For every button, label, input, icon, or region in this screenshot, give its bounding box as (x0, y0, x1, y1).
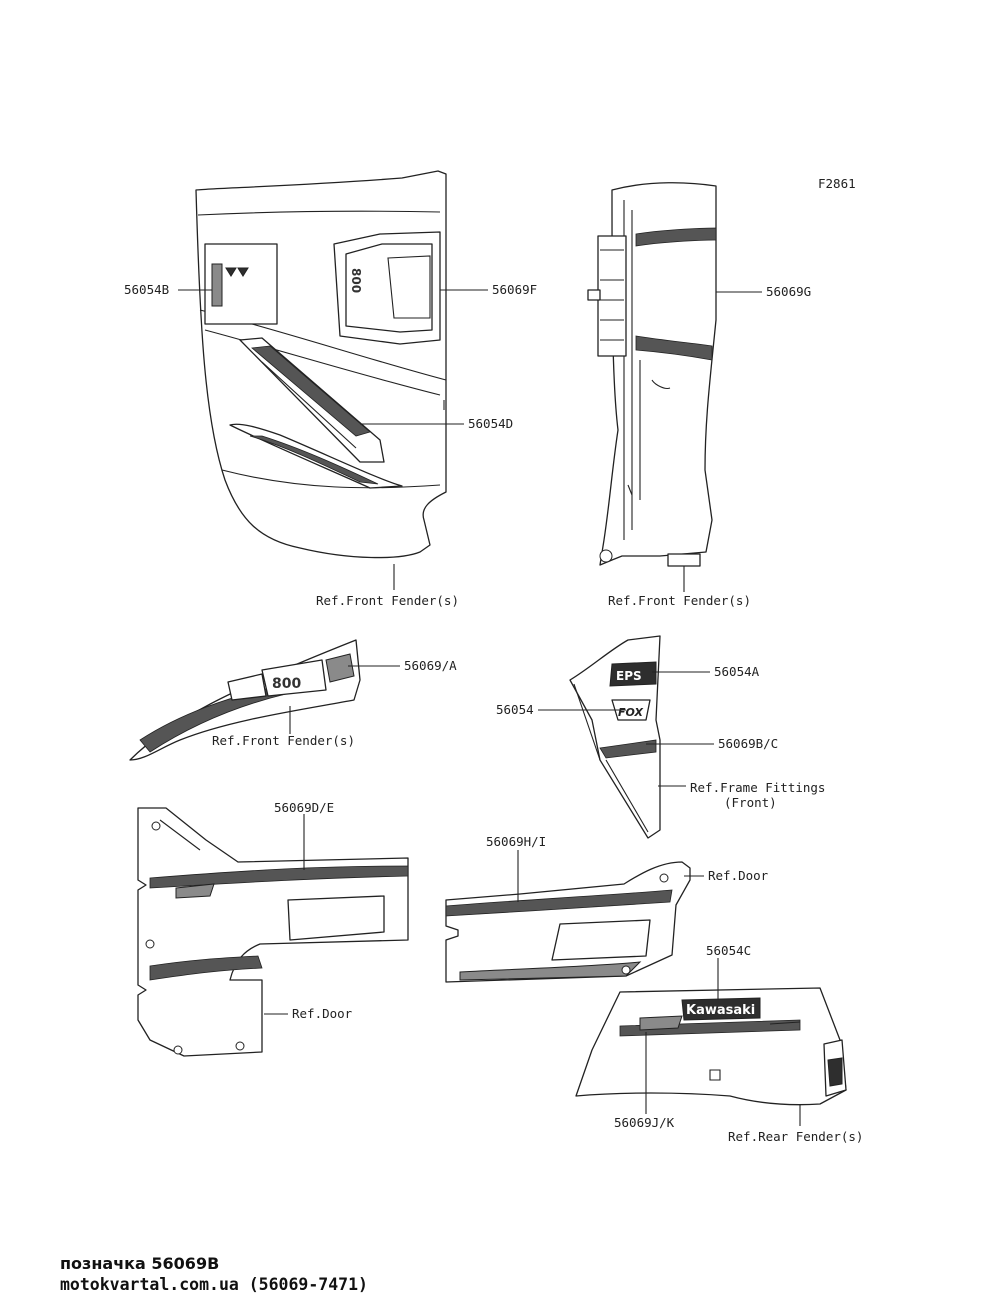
decal-kawasaki-text: Kawasaki (686, 1003, 755, 1018)
label-56054C: 56054C (706, 943, 751, 958)
label-ref-frame-front: (Front) (724, 795, 777, 810)
front-fender-left-panel: 800 (195, 170, 447, 559)
part-labels: 56054B 56069F 56054D Ref.Front Fender(s)… (124, 282, 863, 1144)
label-56069G: 56069G (766, 284, 811, 299)
frame-fittings-front-panel: EPS FOX (569, 635, 661, 839)
label-ref-door-center: Ref.Door (708, 868, 769, 883)
label-ref-rear-fender: Ref.Rear Fender(s) (728, 1129, 863, 1144)
label-56054: 56054 (496, 702, 534, 717)
label-56069F: 56069F (492, 282, 537, 297)
label-ref-door-left: Ref.Door (292, 1006, 353, 1021)
label-56069DE: 56069D/E (274, 800, 334, 815)
footer-site: motokvartal.com.ua (56069-7471) (60, 1275, 368, 1294)
label-ref-front-fender-2: Ref.Front Fender(s) (608, 593, 751, 608)
footer-title: позначка 56069B (60, 1254, 220, 1273)
label-56069JK: 56069J/K (614, 1115, 675, 1130)
rear-fender-panel: Kawasaki (575, 987, 847, 1106)
label-56069A: 56069/A (404, 658, 457, 673)
label-56069HI: 56069H/I (486, 834, 546, 849)
front-fender-side-view (587, 182, 717, 567)
decal-fox-text: FOX (618, 706, 643, 719)
fender-decal-strip: 800 (129, 639, 361, 761)
label-56054A: 56054A (714, 664, 760, 679)
label-56054B: 56054B (124, 282, 169, 297)
lower-left-door-panel (137, 807, 409, 1057)
decal-800-strip-text: 800 (272, 676, 301, 692)
diagram-code: F2861 (818, 176, 856, 191)
label-ref-frame-fittings: Ref.Frame Fittings (690, 780, 825, 795)
center-door-panel (445, 861, 691, 983)
decal-800-text: 800 (349, 268, 363, 293)
label-56054D: 56054D (468, 416, 513, 431)
label-56069BC: 56069B/C (718, 736, 778, 751)
label-ref-front-fender-1: Ref.Front Fender(s) (316, 593, 459, 608)
leader-lines (178, 289, 801, 1126)
label-ref-front-fender-3: Ref.Front Fender(s) (212, 733, 355, 748)
decal-eps-text: EPS (616, 669, 642, 683)
